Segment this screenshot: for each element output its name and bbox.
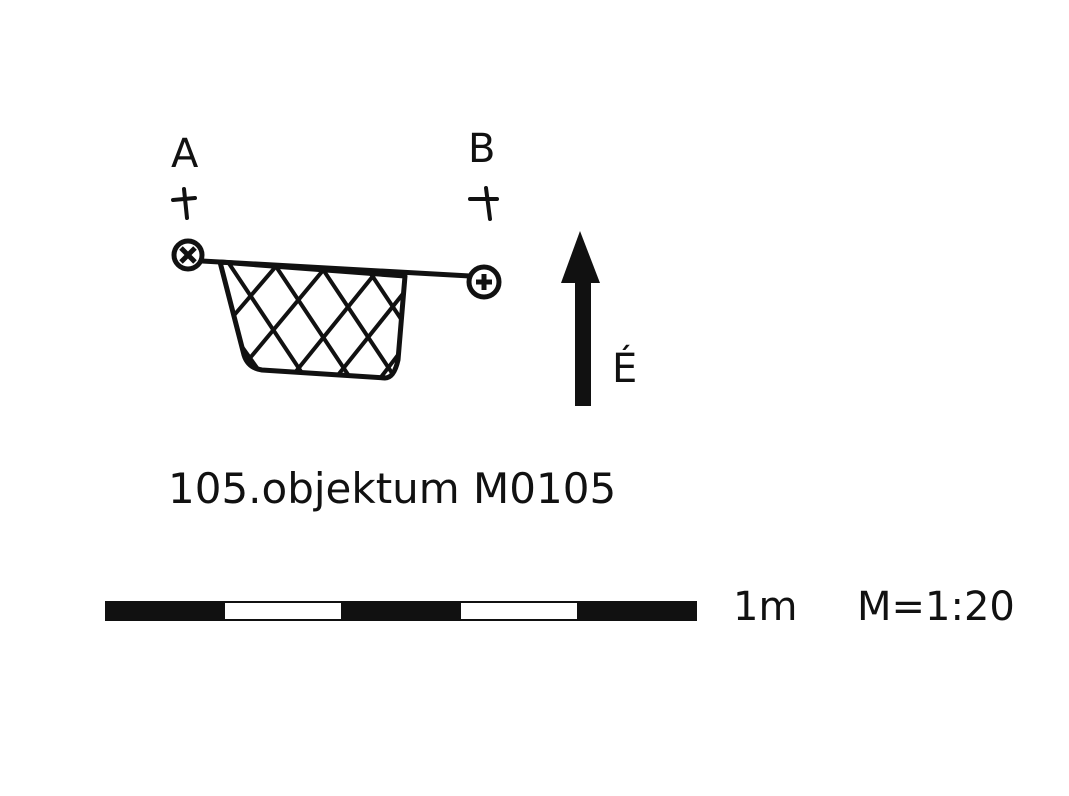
scale-bar-segment (459, 601, 579, 621)
point-a-label: A (171, 131, 199, 177)
scale-bar (105, 601, 697, 621)
scale-bar-segment (577, 601, 697, 621)
point-a-cross-icon (171, 187, 197, 220)
north-arrow-icon (561, 231, 600, 406)
point-b-cross-icon (468, 186, 499, 221)
point-a-marker-icon (171, 238, 205, 272)
scale-ratio-label: M=1:20 (857, 584, 1015, 630)
scale-length-label: 1m (733, 584, 797, 630)
point-b-label: B (468, 126, 495, 172)
scale-bar-segment (105, 601, 225, 621)
north-label: É (612, 344, 637, 392)
feature-title: 105.objektum M0105 (168, 464, 616, 513)
point-b-marker-icon (466, 264, 502, 300)
scale-bar-segment (223, 601, 343, 621)
scale-bar-segment (341, 601, 461, 621)
